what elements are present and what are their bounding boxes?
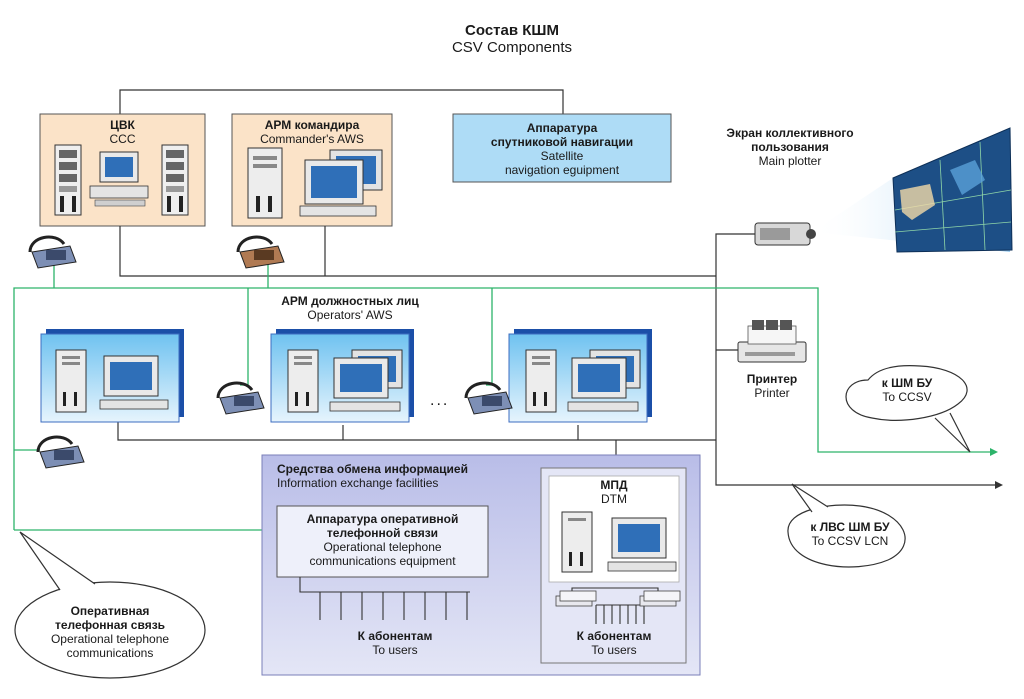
to-ccsv-en: To CCSV [882, 390, 932, 404]
optel-en1: Operational telephone [50, 632, 170, 646]
satnav-en1: Satellite [540, 149, 584, 163]
operators-label: АРМ должностных лиц Operators' AWS [250, 294, 450, 322]
aws3-workstation-icon [525, 349, 641, 413]
lcn-arrowhead [995, 481, 1003, 489]
dtm-workstation-icon [561, 511, 677, 573]
to-lcn-label: к ЛВС ШМ БУ To CCSV LCN [790, 520, 910, 548]
server-rack-icon-left [54, 144, 82, 216]
satnav-ru2: спутниковой навигации [490, 135, 634, 149]
optel-label: Оперативная телефонная связь Operational… [20, 604, 200, 660]
operators-ru: АРМ должностных лиц [281, 294, 419, 308]
dtm-en: DTM [601, 492, 627, 506]
callout-optel [14, 581, 206, 679]
exchange-ru: Средства обмена информацией [277, 462, 468, 476]
to-lcn-ru: к ЛВС ШМ БУ [810, 520, 890, 534]
commander-label: АРМ командира Commander's AWS [232, 118, 392, 146]
to-ccsv-label: к ШМ БУ To CCSV [852, 376, 962, 404]
commander-ru: АРМ командира [264, 118, 360, 132]
users-comb-left [299, 577, 470, 620]
green-phone3 [240, 288, 249, 386]
ccc-label: ЦВК CCC [40, 118, 205, 146]
backbone-top [119, 226, 716, 277]
telephone-icon-left [36, 435, 85, 469]
printer-ru: Принтер [746, 372, 798, 386]
plotter-en: Main plotter [758, 154, 822, 168]
ccc-monitor-icon [89, 151, 149, 207]
users-left-label: К абонентам To users [320, 629, 470, 657]
modem-right [639, 590, 681, 607]
title-en: CSV Components [451, 39, 573, 56]
telequip-ru2: телефонной связи [326, 526, 439, 540]
callout-lcn-tail [791, 483, 829, 513]
aws2-workstation-icon [287, 349, 403, 413]
top-bus-line [119, 89, 564, 115]
users-right-label: К абонентам To users [549, 629, 679, 657]
dtm-ru: МПД [600, 478, 628, 492]
plotter-ru1: Экран коллективного [726, 126, 854, 140]
server-rack-icon-right [161, 144, 189, 216]
telephone-icon-aws3 [464, 381, 513, 415]
telequip-en1: Operational telephone [323, 540, 442, 554]
to-lcn-en: To CCSV LCN [811, 534, 889, 548]
satnav-ru1: Аппаратура [526, 121, 598, 135]
satnav-label: Аппаратура спутниковой навигации Satelli… [453, 121, 671, 177]
ccc-ru: ЦВК [110, 118, 135, 132]
plotter-label: Экран коллективного пользования Main plo… [700, 126, 880, 168]
users-left-ru: К абонентам [357, 629, 433, 643]
printer-label: Принтер Printer [722, 372, 822, 400]
operators-ellipsis: ... [430, 392, 450, 409]
printer-icon [737, 320, 807, 363]
main-plotter-screen-icon [892, 127, 1013, 253]
projector-icon [754, 222, 816, 246]
green-loop [13, 287, 990, 530]
satnav-en2: navigation eguipment [504, 163, 620, 177]
telequip-box [276, 505, 489, 578]
callout-ccsv-tail [934, 412, 971, 453]
users-right-en: To users [591, 643, 637, 657]
title-ru: Состав КШМ [465, 22, 559, 39]
exchange-en: Information exchange facilities [277, 476, 439, 490]
commander-en: Commander's AWS [260, 132, 364, 146]
telequip-en2: communications equipment [309, 554, 456, 568]
telephone-icon-commander [236, 235, 285, 269]
callout-ccsv [845, 365, 968, 421]
users-right-ru: К абонентам [576, 629, 652, 643]
users-left-en: To users [372, 643, 418, 657]
telequip-ru1: Аппаратура оперативной [306, 512, 459, 526]
printer-en: Printer [754, 386, 790, 400]
telequip-label: Аппаратура оперативной телефонной связи … [277, 512, 488, 568]
plotter-ru2: пользования [751, 140, 829, 154]
ccc-en: CCC [109, 132, 136, 146]
ccsv-arrowhead [990, 448, 998, 456]
optel-en2: communications [66, 646, 154, 660]
callout-optel-tail [19, 531, 96, 591]
satnav-box [452, 113, 672, 183]
backbone-vertical [715, 233, 995, 486]
commander-workstation-icon [247, 147, 383, 219]
optel-ru2: телефонная связь [54, 618, 166, 632]
to-ccsv-ru: к ШМ БУ [881, 376, 933, 390]
diagram-title: Состав КШМ CSV Components [412, 22, 612, 56]
dtm-label: МПД DTM [549, 478, 679, 506]
modem-left [555, 590, 597, 607]
telephone-icon-aws2 [216, 381, 265, 415]
telephone-icon-ccc [28, 235, 77, 269]
aws1-workstation-icon [55, 349, 169, 413]
optel-ru1: Оперативная [70, 604, 150, 618]
operators-bus [117, 420, 716, 441]
green-phone4 [486, 288, 493, 386]
operators-en: Operators' AWS [307, 308, 393, 322]
exchange-label: Средства обмена информацией Information … [277, 462, 537, 490]
